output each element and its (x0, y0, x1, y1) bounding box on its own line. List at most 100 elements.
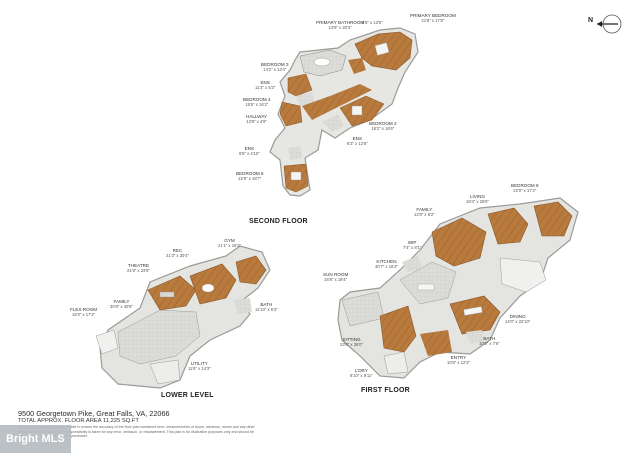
sun-room-deck (499, 257, 547, 293)
lcry-floor (383, 351, 409, 375)
mls-watermark: Bright MLS (0, 425, 71, 453)
second-floor-title: SECOND FLOOR (249, 218, 308, 225)
room-name: BATH (483, 336, 496, 341)
compass-arrow-icon (597, 14, 622, 34)
sitting-floor (379, 305, 417, 353)
second-floor-plan (269, 27, 419, 197)
room-dim: 21'9" x 23'8" (127, 268, 150, 274)
first-floor-plan (337, 197, 579, 379)
kitchen-floor (399, 261, 457, 305)
family-first-floor (431, 217, 487, 267)
ens3-floor (288, 146, 302, 160)
room-dim: 13'8" x 20'3" (328, 25, 352, 31)
room-dim: 11'10" x 6'3" (255, 307, 278, 313)
bed (374, 42, 390, 56)
total-floor-area: TOTAL APPROX. FLOOR AREA 11,225 SQ.FT (18, 418, 139, 424)
room-dim: 18'2" x 16'6" (371, 126, 395, 132)
room-name: WIP (407, 240, 417, 245)
room-name: L'DRY (354, 368, 368, 373)
dining-floor (449, 295, 501, 335)
bathtub (313, 57, 331, 67)
room-dim: 16'8" x 19'4" (324, 277, 348, 283)
room-name: HALLWAY (246, 114, 268, 119)
wip-floor (402, 256, 422, 272)
table (201, 283, 215, 293)
bedroom6-floor (533, 201, 573, 237)
room-name: ENTRY (450, 355, 467, 360)
ens1-floor (296, 92, 314, 106)
bedroom3-floor (287, 73, 313, 97)
room-name: PRIMARY BEDROOM (410, 13, 456, 18)
first-floor-title: FIRST FLOOR (361, 387, 410, 394)
entry-floor (420, 330, 452, 356)
kitchen-island (417, 283, 435, 291)
compass: N (588, 11, 628, 37)
room-name: ENS (260, 80, 270, 85)
room-name: KITCHEN (376, 259, 397, 264)
room-dim: 14'2" x 13'4" (263, 67, 287, 73)
room-name: REC (172, 248, 183, 253)
family-lower-floor (117, 309, 201, 365)
room-dim: 8'8" x 4'10" (239, 151, 260, 157)
bed (351, 105, 363, 116)
sofa (159, 291, 175, 298)
room-dim: 6'3" x 12'8" (347, 141, 368, 147)
room-dim: 12'8" x 8'2" (414, 212, 435, 218)
room-name: BEDROOM 6 (511, 183, 539, 188)
bed (290, 171, 302, 181)
hallway-floor (302, 84, 372, 120)
room-name: LIVING (469, 194, 486, 199)
room-dim: 23'6" x 36'0" (340, 342, 363, 348)
property-address: 9500 Georgetown Pike, Great Falls, VA, 2… (18, 409, 170, 418)
room-name: UTILITY (190, 361, 208, 366)
room-name: ENS (352, 136, 363, 141)
room-name: DINING (509, 314, 526, 319)
room-dim: 11'3" x 5'3" (255, 85, 276, 91)
gym-floor (235, 255, 267, 285)
room-dim: 18'3" x 17'3" (72, 312, 96, 318)
room-name: FLEX ROOM (70, 307, 98, 312)
room-name: BEDROOM 2 (369, 121, 397, 126)
room-dim: 21'1" x 16'3" (218, 243, 241, 249)
room-name: THEATRE (127, 263, 150, 268)
room-dim: 22'0" x 17'2" (513, 188, 537, 194)
room-dim: 30'7" x 16'3" (375, 264, 398, 270)
room-name: FAMILY (416, 207, 433, 212)
ens2-floor (322, 114, 344, 132)
north-label: N (588, 17, 594, 24)
room-name: BEDROOM 4 (243, 97, 271, 102)
bath-lower-floor (234, 298, 252, 314)
room-dim: 10'5" x 7'6" (479, 341, 500, 347)
closet-floor (348, 58, 366, 74)
room-dim: 15'5" x 16'2" (245, 102, 269, 108)
room-dim: 22'6" x 18'7" (238, 176, 262, 182)
room-name: SUN ROOM (323, 272, 349, 277)
room-dim: 10'5" x 12'3" (447, 360, 470, 366)
utility-floor (149, 359, 181, 385)
room-name: GYM (224, 238, 235, 243)
room-dim: 18'4" x 26'6" (466, 199, 489, 205)
